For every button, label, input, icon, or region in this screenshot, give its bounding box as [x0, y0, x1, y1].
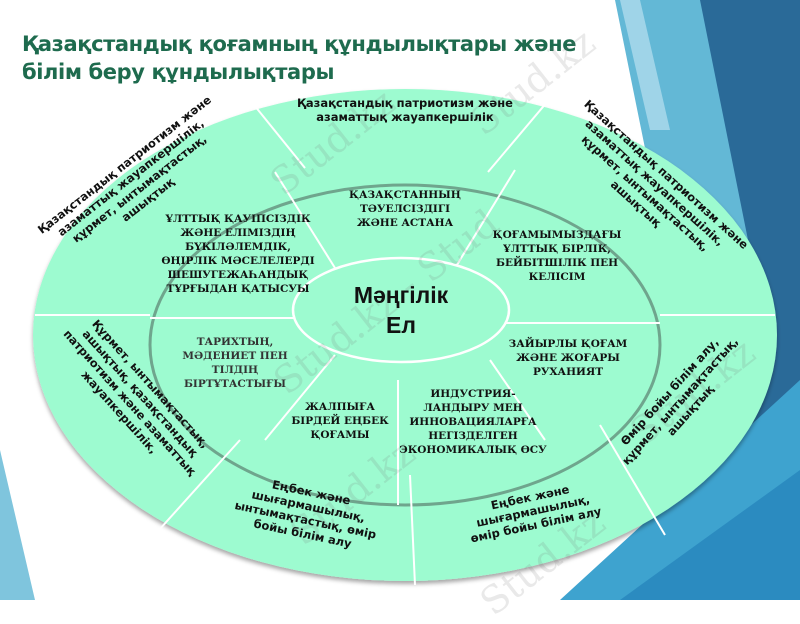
segment-line: ЗАЙЫРЛЫ ҚОҒАМ [508, 338, 628, 350]
segment-line: ҰЛТТЫҚ ҚАУІПСІЗДІК [165, 213, 311, 225]
segment-line: ЖӘНЕ ЕЛІМІЗДІҢ [180, 227, 296, 239]
inner-segment-unity: ҚОҒАМЫМЫЗДАҒЫ ҰЛТТЫҚ БІРЛІК, БЕЙБІТШІЛІК… [487, 228, 627, 284]
segment-line: ШЕШУГЕЖАҺАНДЫҚ [167, 269, 309, 281]
title-line-2: білім беру құндылықтары [22, 60, 335, 84]
inner-segment-independence: ҚАЗАҚСТАННЫҢ ТӘУЕЛСІЗДІГІ ЖӘНЕ АСТАНА [340, 188, 470, 230]
segment-line: ТІЛДІҢ [211, 364, 259, 376]
values-ring-diagram [33, 89, 777, 581]
segment-line: МӘДЕНИЕТ ПЕН [182, 350, 288, 362]
center-line-1: Мәңгілік [353, 282, 449, 308]
segment-line: ҚОҒАМЫМЫЗДАҒЫ [492, 229, 622, 241]
segment-line: БҮКІЛӘЛЕМДІК, [185, 241, 291, 253]
segment-line: БІРТҰТАСТЫҒЫ [183, 378, 287, 390]
inner-segment-industry: ИНДУСТРИЯ- ЛАНДЫРУ МЕН ИННОВАЦИЯЛАРҒА НЕ… [398, 387, 548, 457]
center-label: Мәңгілік Ел [331, 280, 471, 340]
segment-line: ЖӘНЕ АСТАНА [356, 217, 454, 229]
slide-title: Қазақстандық қоғамның құндылықтары және … [22, 30, 622, 86]
segment-line: ЭКОНОМИКАЛЫҚ ӨСУ [399, 444, 547, 456]
segment-line: ТҰРҒЫДАН ҚАТЫСУЫ [166, 283, 310, 295]
center-line-2: Ел [386, 312, 416, 338]
segment-line: ЛАНДЫРУ МЕН [423, 402, 523, 414]
segment-line: КЕЛІСІМ [528, 271, 586, 283]
segment-line: ӨҢІРЛІК МӘСЕЛЕЛЕРДІ [161, 255, 315, 267]
segment-line: ҚОҒАМЫ [310, 429, 370, 441]
segment-line: ТАРИХТЫҢ, [196, 336, 274, 348]
inner-segment-security: ҰЛТТЫҚ ҚАУІПСІЗДІК ЖӘНЕ ЕЛІМІЗДІҢ БҮКІЛӘ… [158, 212, 318, 296]
segment-line: ИННОВАЦИЯЛАРҒА [409, 416, 537, 428]
segment-line: Қазақстандық патриотизм және [297, 96, 513, 110]
inner-segment-history: ТАРИХТЫҢ, МӘДЕНИЕТ ПЕН ТІЛДІҢ БІРТҰТАСТЫ… [175, 335, 295, 391]
segment-line: РУХАНИЯТ [532, 366, 604, 378]
segment-line: ТӘУЕЛСІЗДІГІ [359, 203, 451, 215]
segment-line: БЕЙБІТШІЛІК ПЕН [495, 257, 619, 269]
inner-segment-labour: ЖАЛПЫҒА БІРДЕЙ ЕҢБЕК ҚОҒАМЫ [285, 400, 395, 442]
segment-line: ҰЛТТЫҚ БІРЛІК, [503, 243, 611, 255]
outer-segment-top: Қазақстандық патриотизм және азаматтық ж… [280, 96, 530, 124]
inner-segment-secular: ЗАЙЫРЛЫ ҚОҒАМ ЖӘНЕ ЖОҒАРЫ РУХАНИЯТ [508, 337, 628, 379]
center-ellipse [291, 256, 511, 364]
segment-line: ИНДУСТРИЯ- [430, 388, 516, 400]
segment-line: ЖӘНЕ ЖОҒАРЫ [516, 352, 620, 364]
segment-line: БІРДЕЙ ЕҢБЕК [291, 415, 389, 427]
title-line-1: Қазақстандық қоғамның құндылықтары және [22, 32, 577, 56]
segment-line: азаматтық жауапкершілік [316, 110, 494, 124]
segment-line: ЖАЛПЫҒА [305, 401, 375, 413]
segment-line: ҚАЗАҚСТАННЫҢ [349, 189, 461, 201]
segment-line: НЕГІЗДЕЛГЕН [428, 430, 518, 442]
